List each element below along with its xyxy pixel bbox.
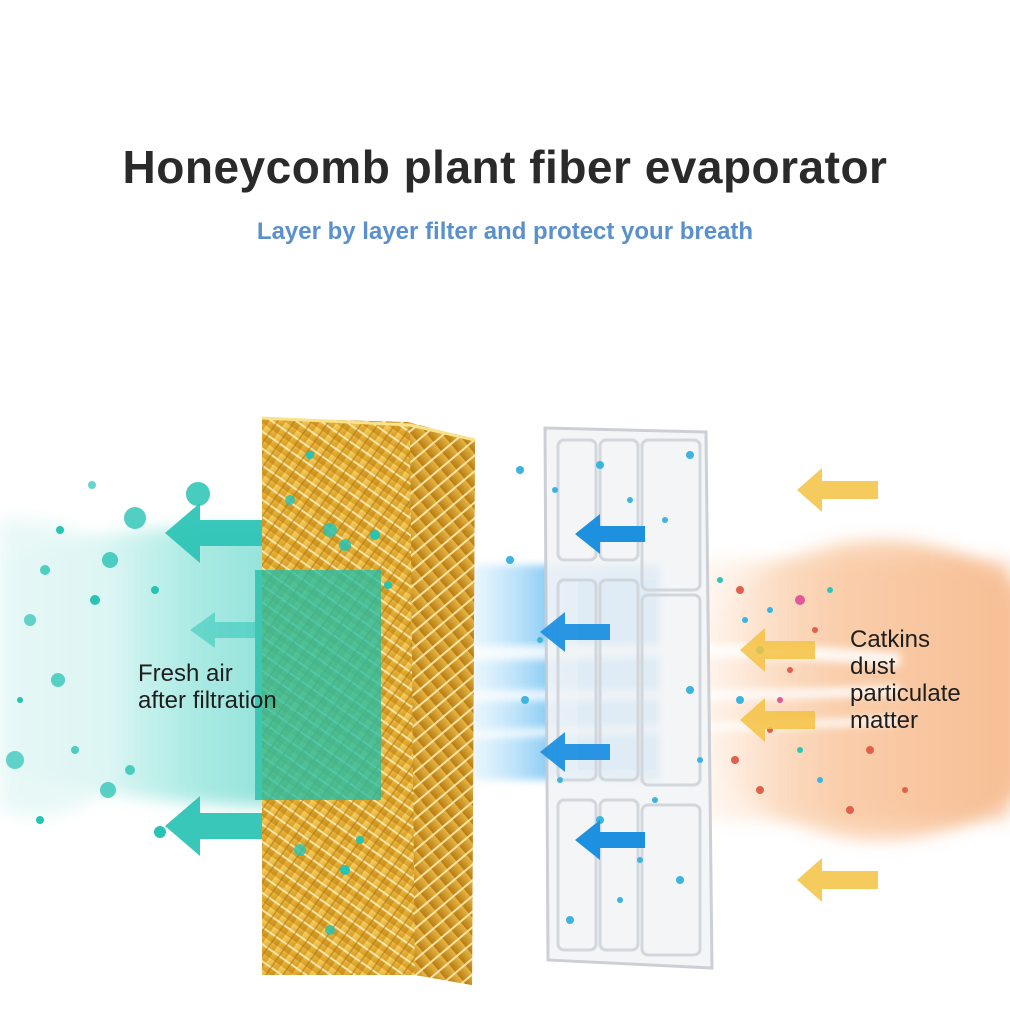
fresh-air-label: Fresh air after filtration xyxy=(138,660,277,714)
page-subtitle: Layer by layer filter and protect your b… xyxy=(256,218,754,245)
pollutants-label-line: particulate xyxy=(850,680,961,707)
pollutants-label-line: matter xyxy=(850,707,919,734)
arrow-left-icon xyxy=(540,514,645,860)
pollutants-label-line: dust xyxy=(850,653,896,680)
fresh-air-label-line: after filtration xyxy=(138,687,277,714)
fresh-air-label-line: Fresh air xyxy=(138,660,233,687)
pollutants-label-line: Catkins xyxy=(850,626,931,653)
page-title: Honeycomb plant fiber evaporator xyxy=(122,141,888,193)
fresh-air-block xyxy=(255,570,381,800)
arrow-left-icon xyxy=(165,503,262,856)
pollutants-label: Catkins dust particulate matter xyxy=(850,626,961,734)
filtered-particles xyxy=(506,451,703,924)
arrow-left-icon xyxy=(740,468,878,902)
mesh-filter xyxy=(543,426,714,970)
fresh-air-particles xyxy=(6,451,392,935)
